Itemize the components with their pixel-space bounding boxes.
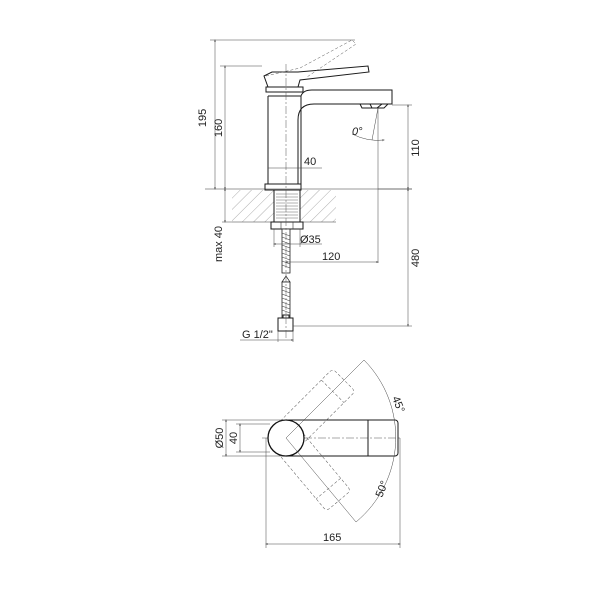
handle-collar bbox=[265, 86, 304, 93]
spout-height-label: 110 bbox=[410, 139, 422, 157]
spout bbox=[298, 89, 393, 109]
angle-right-label: 50° bbox=[374, 479, 391, 499]
mount-max-label: max 40 bbox=[213, 226, 225, 262]
body-height-label: 160 bbox=[213, 119, 225, 137]
connection-label: G 1/2" bbox=[242, 329, 273, 341]
spout-reach-label: 120 bbox=[322, 251, 340, 263]
rotation-arc bbox=[355, 359, 397, 523]
shank-diameter-label: Ø35 bbox=[300, 234, 321, 246]
overall-height-label: 195 bbox=[197, 109, 209, 127]
counter-hatch-right bbox=[300, 190, 336, 222]
lever-handle-open bbox=[265, 39, 357, 78]
hose-length-label: 480 bbox=[410, 249, 422, 267]
top-view: 45° 50° Ø50 40 165 bbox=[214, 359, 407, 548]
angle-left-label: 45° bbox=[389, 395, 406, 415]
base-diameter-label: Ø50 bbox=[214, 428, 226, 449]
aerator bbox=[369, 103, 390, 109]
thread-lines bbox=[276, 193, 298, 219]
overall-length-label: 165 bbox=[323, 532, 341, 544]
base-flange bbox=[264, 183, 302, 191]
spout-angle-label: 0° bbox=[352, 126, 363, 138]
mixer-body bbox=[267, 95, 390, 184]
top-body-width-label: 40 bbox=[228, 432, 240, 444]
counter-hatch-left bbox=[232, 190, 274, 222]
lever-handle bbox=[263, 65, 370, 88]
hose-connector bbox=[277, 317, 294, 332]
side-view: 0° 195 160 110 40 max 40 Ø35 120 48 bbox=[197, 40, 422, 342]
fixing-nut bbox=[270, 221, 304, 230]
body-width-label: 40 bbox=[304, 156, 316, 168]
